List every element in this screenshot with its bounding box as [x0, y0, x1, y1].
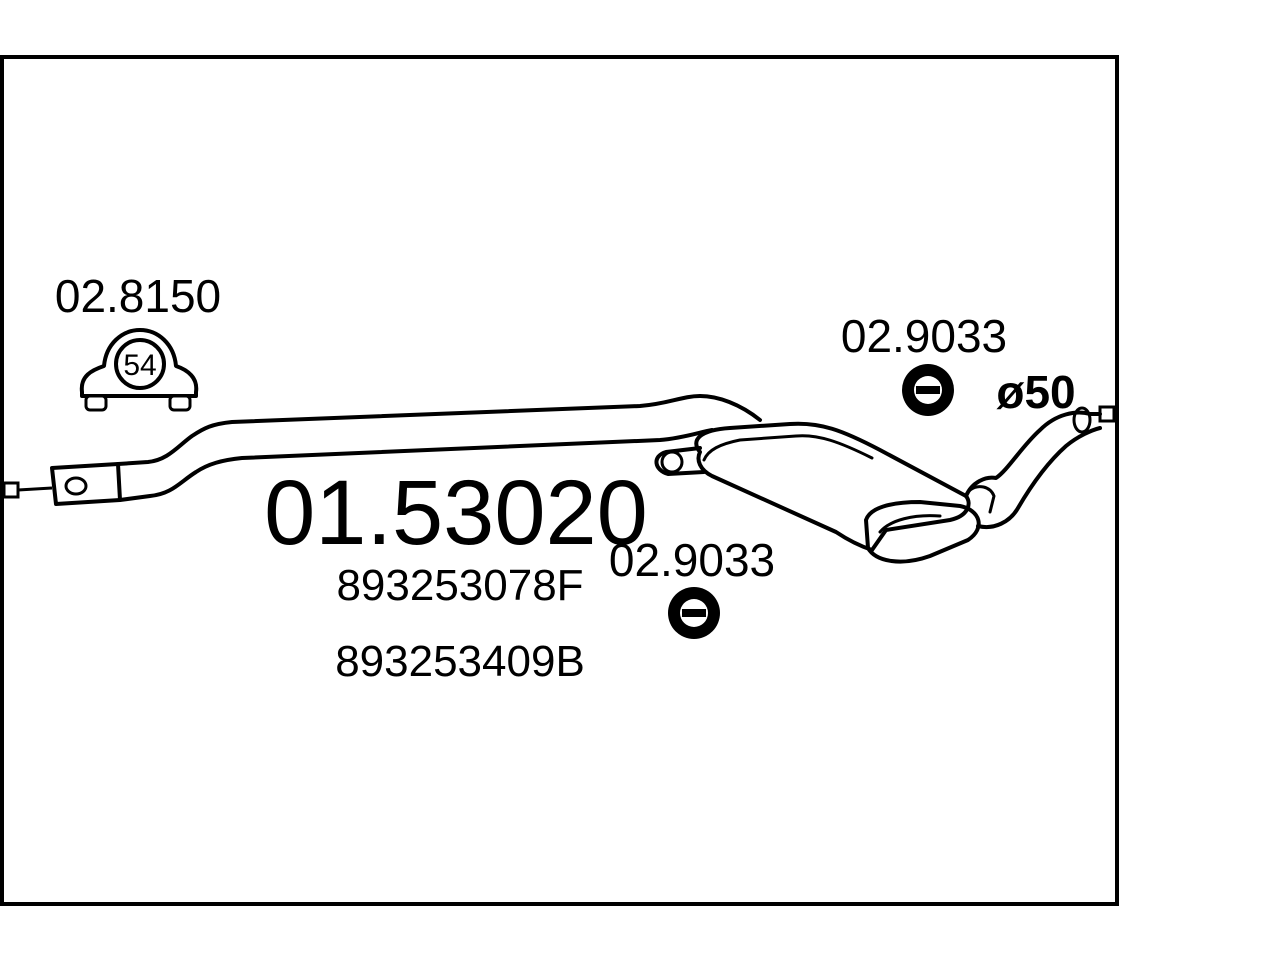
clamp-badge: 54	[123, 349, 156, 382]
outlet-diameter-label: ø50	[996, 366, 1075, 418]
lower-hanger-part-number: 02.9033	[609, 534, 775, 586]
outlet-stub	[1098, 405, 1116, 423]
clamp-part-number: 02.8150	[55, 270, 221, 322]
main-part-number: 01.53020	[264, 462, 648, 564]
inlet-stub	[2, 481, 20, 499]
oem-number-1: 893253078F	[336, 561, 583, 610]
rubber-hanger-icon	[668, 587, 720, 639]
diagram-border	[0, 55, 1119, 906]
oem-number-2: 893253409B	[335, 637, 585, 686]
pipe-clamp-icon: 54	[79, 328, 199, 412]
upper-hanger-part-number: 02.9033	[841, 310, 1007, 362]
rubber-hanger-icon	[902, 364, 954, 416]
exhaust-pipe-drawing	[17, 394, 1102, 564]
